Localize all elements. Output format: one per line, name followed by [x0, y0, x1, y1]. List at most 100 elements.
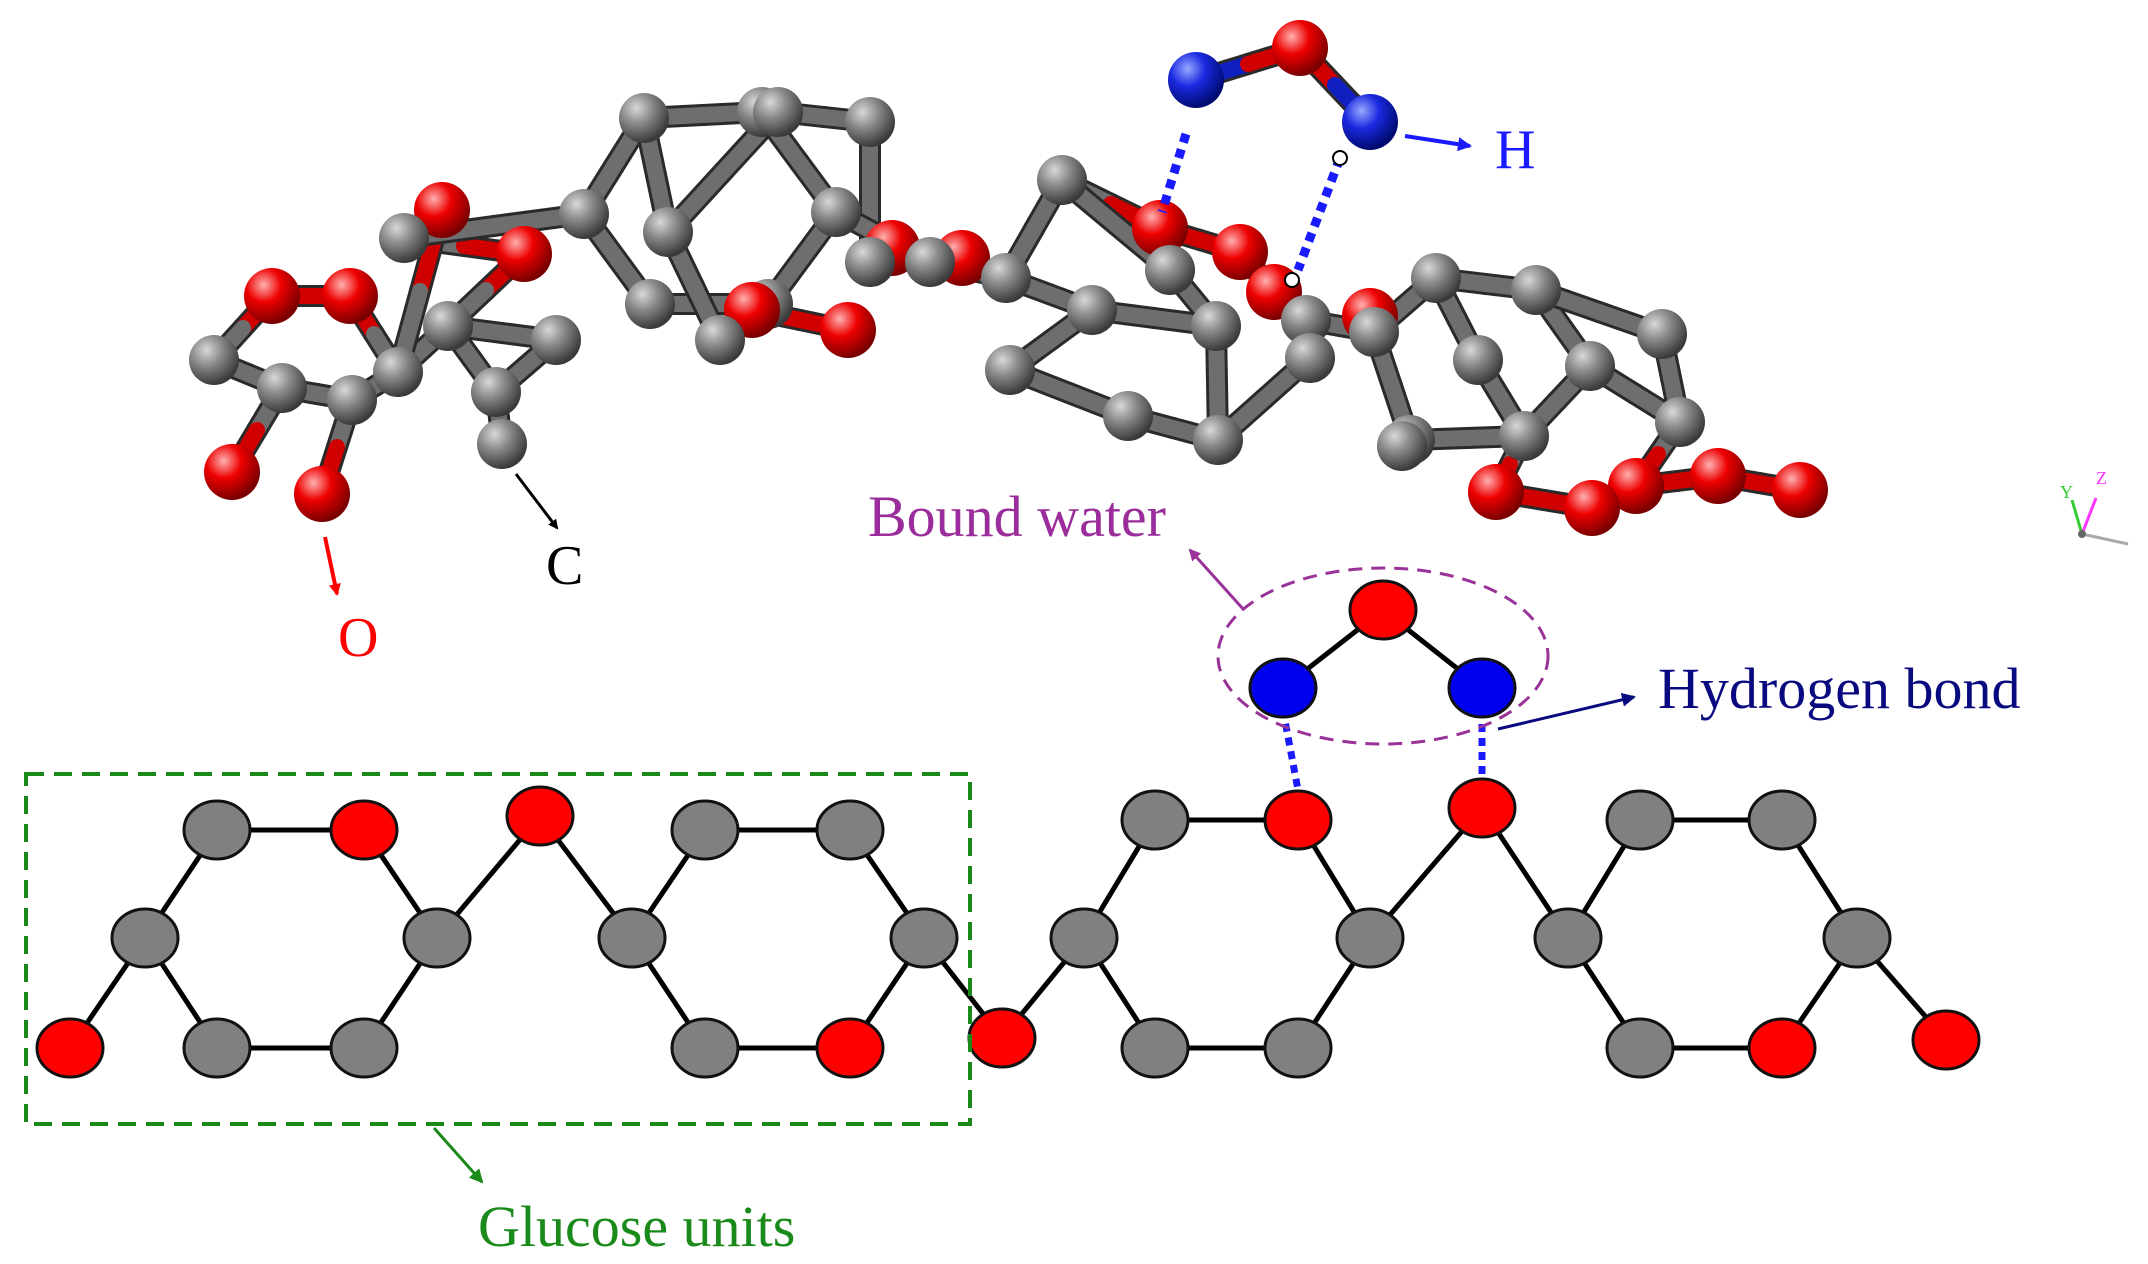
c-label: C	[546, 535, 583, 597]
oxygen-atom-3d	[1772, 462, 1828, 518]
oxygen-atom	[967, 1007, 1037, 1069]
oxygen-atom-3d	[1212, 224, 1268, 280]
oxygen-atom	[505, 785, 575, 847]
carbon-atom-3d	[905, 237, 955, 287]
carbon-atom	[1747, 789, 1817, 851]
axis-x-line	[2081, 532, 2129, 546]
carbon-atom-3d	[1285, 333, 1335, 383]
oxygen-atom	[1348, 579, 1418, 641]
carbon-atom-3d	[471, 367, 521, 417]
hydrogen-atom-3d	[1342, 94, 1398, 150]
2d-cellulose-schematic	[35, 579, 1981, 1079]
oxygen-atom-3d	[1608, 458, 1664, 514]
carbon-atom-3d	[845, 97, 895, 147]
carbon-atom-3d	[643, 207, 693, 257]
bound-water-outline	[1216, 566, 1550, 746]
hydrogen-bond-label: Hydrogen bond	[1658, 656, 2020, 721]
carbon-atom-3d	[1281, 295, 1331, 345]
carbon-atom-3d	[531, 315, 581, 365]
carbon-atom	[182, 1017, 252, 1079]
carbon-atom	[1049, 907, 1119, 969]
3d-cellulose-model	[189, 20, 1828, 536]
carbon-atom-3d	[1637, 309, 1687, 359]
oxygen-atom	[1747, 1017, 1817, 1079]
hydrogen-atom-3d	[1168, 52, 1224, 108]
carbon-atom	[1605, 789, 1675, 851]
o-arrow	[323, 536, 341, 596]
carbon-atom	[1533, 907, 1603, 969]
carbon-atom-3d	[1511, 265, 1561, 315]
oxygen-atom-3d	[820, 302, 876, 358]
oxygen-atom-3d	[1690, 448, 1746, 504]
carbon-atom-3d	[1145, 245, 1195, 295]
carbon-atom-3d	[1067, 285, 1117, 335]
oxygen-atom-3d	[322, 268, 378, 324]
axis-z-label: Z	[2096, 468, 2107, 488]
carbon-atom	[1822, 907, 1892, 969]
carbon-atom-3d	[1565, 341, 1615, 391]
hbond-end-dot-1	[1332, 150, 1348, 166]
carbon-atom-3d	[1103, 391, 1153, 441]
oxygen-atom	[1911, 1009, 1981, 1071]
oxygen-atom-3d	[414, 182, 470, 238]
axis-y-line	[2070, 499, 2084, 535]
oxygen-atom	[329, 799, 399, 861]
h-label: H	[1495, 119, 1535, 181]
hydrogen-atom	[1248, 657, 1318, 719]
axis-y-label: Y	[2060, 482, 2073, 502]
carbon-atom	[1605, 1017, 1675, 1079]
carbon-atom-3d	[1377, 421, 1427, 471]
bound-water-label: Bound water	[868, 484, 1166, 549]
carbon-atom-3d	[1037, 155, 1087, 205]
hydrogen-bond-arrow	[1497, 692, 1636, 731]
carbon-atom-3d	[1191, 301, 1241, 351]
oxygen-atom-3d	[204, 444, 260, 500]
oxygen-atom	[1447, 777, 1517, 839]
carbon-atom	[670, 799, 740, 861]
bound-water-arrow	[1188, 548, 1246, 612]
carbon-atom	[597, 907, 667, 969]
carbon-atom	[889, 907, 959, 969]
oxygen-atom-3d	[496, 226, 552, 282]
carbon-atom-3d	[1499, 411, 1549, 461]
glucose-arrow	[432, 1127, 484, 1184]
oxygen-atom-3d	[1468, 464, 1524, 520]
carbon-atom-3d	[811, 187, 861, 237]
carbon-atom-3d	[1655, 397, 1705, 447]
h-arrow	[1404, 134, 1472, 152]
carbon-atom-3d	[423, 301, 473, 351]
carbon-atom	[815, 799, 885, 861]
schematic-atoms	[35, 579, 1981, 1079]
carbon-atom-3d	[625, 279, 675, 329]
carbon-atom	[1120, 1017, 1190, 1079]
carbon-atom-3d	[619, 93, 669, 143]
carbon-atom-3d	[695, 315, 745, 365]
carbon-atom-3d	[985, 345, 1035, 395]
carbon-atom-3d	[981, 253, 1031, 303]
oxygen-atom-3d	[294, 466, 350, 522]
carbon-atom	[182, 799, 252, 861]
hbond-2d-1	[1279, 709, 1302, 791]
carbon-atom	[1120, 789, 1190, 851]
hbond-3d-2	[1293, 156, 1345, 272]
carbon-atom-3d	[1193, 415, 1243, 465]
oxygen-atom-3d	[1272, 20, 1328, 76]
model-atoms	[189, 20, 1828, 536]
carbon-atom-3d	[1349, 307, 1399, 357]
o-label: O	[338, 607, 378, 669]
hbond-end-dot-2	[1284, 272, 1300, 288]
carbon-atom	[670, 1017, 740, 1079]
carbon-atom-3d	[189, 335, 239, 385]
carbon-atom-3d	[477, 419, 527, 469]
hbond-3d-1	[1157, 132, 1191, 214]
c-arrow	[514, 473, 559, 530]
glucose-units-label: Glucose units	[478, 1194, 795, 1259]
oxygen-atom	[35, 1017, 105, 1079]
carbon-atom-3d	[1453, 335, 1503, 385]
carbon-atom-3d	[379, 213, 429, 263]
hydrogen-atom	[1447, 657, 1517, 719]
carbon-atom	[402, 907, 472, 969]
oxygen-atom	[815, 1017, 885, 1079]
